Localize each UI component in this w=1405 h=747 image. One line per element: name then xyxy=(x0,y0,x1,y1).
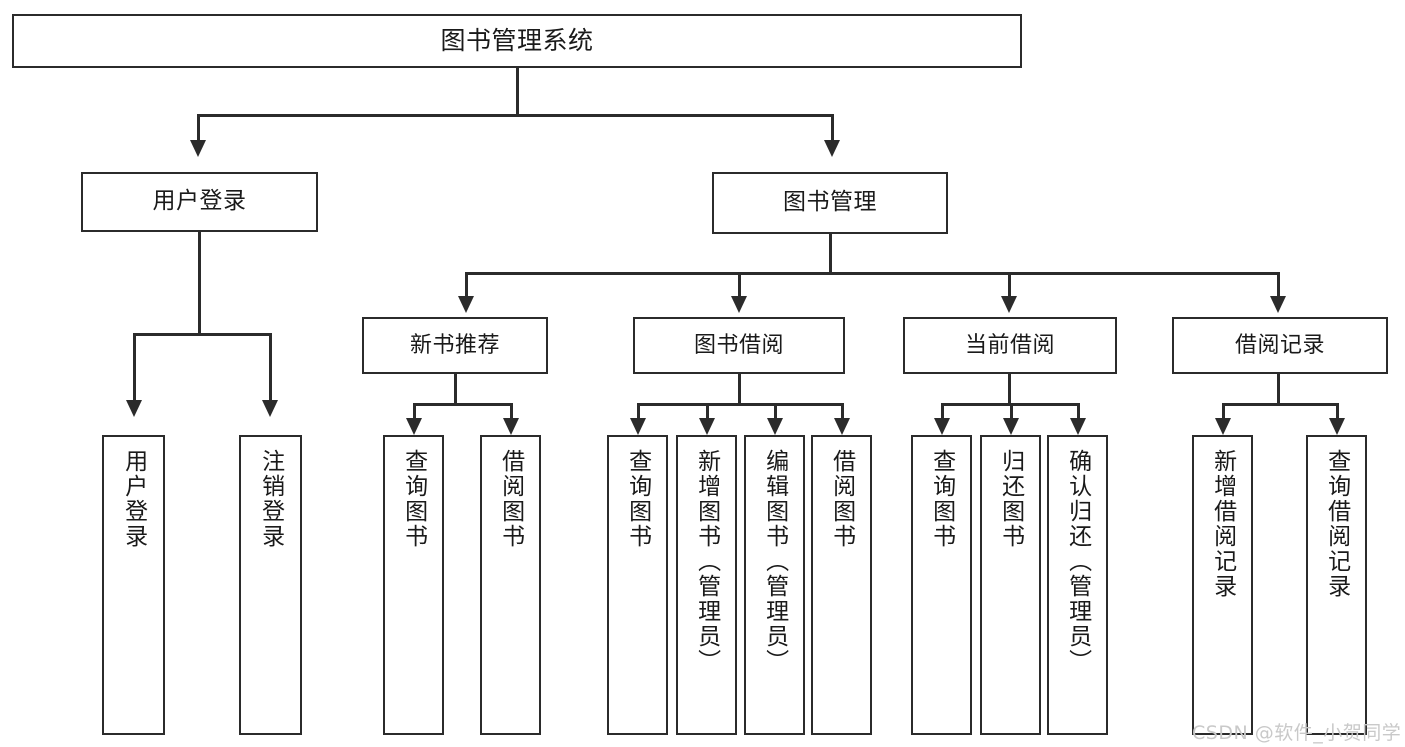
node-label: 借阅图书 xyxy=(828,449,855,549)
connector-level2-bus xyxy=(197,114,834,117)
arrowhead-bb-leaf-1 xyxy=(630,418,646,435)
node-label: 借阅图书 xyxy=(497,449,524,549)
connector-drop-br-leaf-1 xyxy=(1222,403,1225,424)
node-label: 新书推荐 xyxy=(409,332,500,358)
node-leaf-add-record[interactable]: 新增借阅记录 xyxy=(1192,435,1253,735)
node-leaf-borrow-book-1[interactable]: 借阅图书 xyxy=(480,435,541,735)
arrowhead-nb-leaf-2 xyxy=(503,418,519,435)
arrowhead-current-borrow xyxy=(1001,296,1017,313)
arrowhead-book-borrow xyxy=(731,296,747,313)
arrowhead-book-management xyxy=(824,140,840,157)
connector-user-login-stem xyxy=(198,232,201,335)
connector-drop-nb-leaf-1 xyxy=(413,403,416,424)
connector-drop-leaf-logout xyxy=(269,333,272,404)
arrowhead-new-book xyxy=(458,296,474,313)
connector-drop-bb-leaf-3 xyxy=(774,403,777,424)
node-current-borrow[interactable]: 当前借阅 xyxy=(903,317,1117,374)
arrowhead-bb-leaf-2 xyxy=(699,418,715,435)
arrowhead-borrow-record xyxy=(1270,296,1286,313)
node-label: 归还图书 xyxy=(997,449,1024,549)
arrowhead-br-leaf-1 xyxy=(1215,418,1231,435)
node-label: 查询图书 xyxy=(624,449,651,549)
node-label: 新增借阅记录 xyxy=(1209,449,1236,599)
arrowhead-bb-leaf-3 xyxy=(767,418,783,435)
connector-drop-br-leaf-2 xyxy=(1336,403,1339,424)
connector-drop-leaf-user-login xyxy=(133,333,136,404)
node-label: 用户登录 xyxy=(120,449,147,549)
node-leaf-query-record[interactable]: 查询借阅记录 xyxy=(1306,435,1367,735)
connector-drop-cb-leaf-1 xyxy=(941,403,944,424)
node-label: 查询图书 xyxy=(400,449,427,549)
node-label: 借阅记录 xyxy=(1234,332,1325,358)
node-label: 编辑图书（管理员） xyxy=(761,449,788,674)
node-label: 图书管理 xyxy=(783,189,877,216)
node-leaf-edit-book[interactable]: 编辑图书（管理员） xyxy=(744,435,805,735)
node-label: 当前借阅 xyxy=(964,332,1055,358)
arrowhead-user-login xyxy=(190,140,206,157)
node-label: 查询图书 xyxy=(928,449,955,549)
connector-current-borrow-bus xyxy=(941,403,1078,406)
node-label: 确认归还（管理员） xyxy=(1064,449,1091,674)
csdn-watermark: CSDN @软件_小贺同学 xyxy=(1192,722,1402,744)
arrowhead-leaf-logout xyxy=(262,400,278,417)
node-book-borrow[interactable]: 图书借阅 xyxy=(633,317,845,374)
node-leaf-query-book-1[interactable]: 查询图书 xyxy=(383,435,444,735)
node-label: 图书管理系统 xyxy=(440,26,594,56)
node-leaf-return-book[interactable]: 归还图书 xyxy=(980,435,1041,735)
node-label: 图书借阅 xyxy=(693,332,784,358)
connector-drop-nb-leaf-2 xyxy=(510,403,513,424)
connector-book-borrow-bus xyxy=(637,403,842,406)
connector-drop-book-management xyxy=(831,114,834,144)
node-leaf-confirm-return[interactable]: 确认归还（管理员） xyxy=(1047,435,1108,735)
connector-new-book-stem xyxy=(454,374,457,405)
arrowhead-cb-leaf-3 xyxy=(1070,418,1086,435)
arrowhead-cb-leaf-1 xyxy=(934,418,950,435)
node-new-book-recommend[interactable]: 新书推荐 xyxy=(362,317,548,374)
node-label: 注销登录 xyxy=(257,449,284,549)
node-leaf-user-login[interactable]: 用户登录 xyxy=(102,435,165,735)
connector-drop-current-borrow xyxy=(1008,272,1011,299)
connector-drop-cb-leaf-2 xyxy=(1010,403,1013,424)
connector-book-borrow-stem xyxy=(738,374,741,405)
arrowhead-bb-leaf-4 xyxy=(834,418,850,435)
connector-root-stem xyxy=(516,68,519,115)
connector-drop-bb-leaf-4 xyxy=(841,403,844,424)
node-leaf-add-book[interactable]: 新增图书（管理员） xyxy=(676,435,737,735)
node-root-system[interactable]: 图书管理系统 xyxy=(12,14,1022,68)
node-label: 用户登录 xyxy=(152,188,247,215)
node-book-management[interactable]: 图书管理 xyxy=(712,172,948,234)
arrowhead-nb-leaf-1 xyxy=(406,418,422,435)
node-label: 查询借阅记录 xyxy=(1323,449,1350,599)
connector-book-management-stem xyxy=(829,234,832,274)
connector-drop-cb-leaf-3 xyxy=(1077,403,1080,424)
arrowhead-leaf-user-login xyxy=(126,400,142,417)
node-leaf-borrow-book-2[interactable]: 借阅图书 xyxy=(811,435,872,735)
arrowhead-br-leaf-2 xyxy=(1329,418,1345,435)
connector-drop-new-book xyxy=(465,272,468,299)
connector-drop-bb-leaf-1 xyxy=(637,403,640,424)
arrowhead-cb-leaf-2 xyxy=(1003,418,1019,435)
connector-drop-user-login xyxy=(197,114,200,144)
node-leaf-logout-login[interactable]: 注销登录 xyxy=(239,435,302,735)
node-label: 新增图书（管理员） xyxy=(693,449,720,674)
connector-new-book-bus xyxy=(413,403,513,406)
connector-level3-bus xyxy=(465,272,1278,275)
node-borrow-record[interactable]: 借阅记录 xyxy=(1172,317,1388,374)
connector-drop-bb-leaf-2 xyxy=(706,403,709,424)
node-leaf-query-book-3[interactable]: 查询图书 xyxy=(911,435,972,735)
connector-borrow-record-stem xyxy=(1277,374,1280,405)
connector-borrow-record-bus xyxy=(1222,403,1339,406)
connector-current-borrow-stem xyxy=(1008,374,1011,405)
node-leaf-query-book-2[interactable]: 查询图书 xyxy=(607,435,668,735)
node-user-login[interactable]: 用户登录 xyxy=(81,172,318,232)
connector-drop-borrow-record xyxy=(1277,272,1280,299)
connector-drop-book-borrow xyxy=(738,272,741,299)
connector-user-login-bus xyxy=(133,333,271,336)
